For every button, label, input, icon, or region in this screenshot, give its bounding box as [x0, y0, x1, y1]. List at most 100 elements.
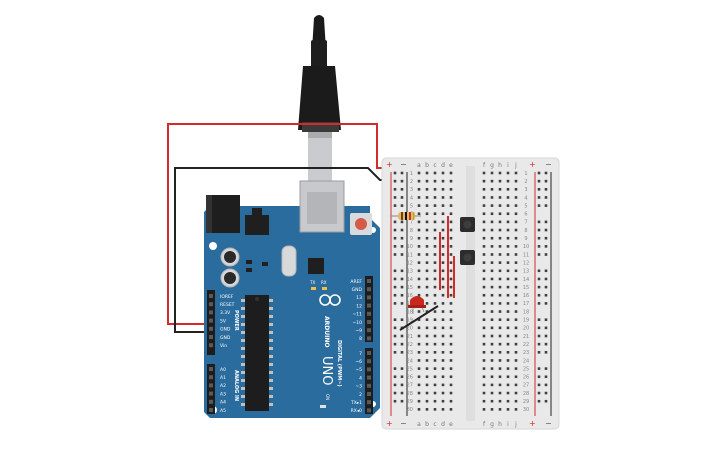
breadboard-hole[interactable] — [514, 204, 518, 207]
breadboard-hole[interactable] — [506, 253, 510, 256]
breadboard-hole[interactable] — [425, 179, 429, 183]
breadboard-hole[interactable] — [449, 245, 453, 248]
breadboard-hole[interactable] — [482, 228, 486, 232]
breadboard-hole[interactable] — [441, 351, 445, 354]
breadboard-hole[interactable] — [506, 204, 510, 207]
rail-hole[interactable] — [393, 171, 397, 175]
breadboard-hole[interactable] — [506, 261, 510, 264]
rail-hole[interactable] — [544, 285, 548, 289]
breadboard-hole[interactable] — [441, 367, 445, 370]
breadboard-hole[interactable] — [433, 269, 437, 273]
rail-hole[interactable] — [544, 375, 548, 379]
rail-hole[interactable] — [393, 383, 397, 387]
breadboard-hole[interactable] — [506, 179, 510, 183]
breadboard-hole[interactable] — [490, 293, 494, 297]
header-pin[interactable] — [209, 343, 213, 348]
rail-hole[interactable] — [537, 326, 541, 330]
breadboard-hole[interactable] — [514, 196, 518, 199]
breadboard-hole[interactable] — [506, 212, 510, 216]
rail-hole[interactable] — [393, 399, 397, 403]
rail-hole[interactable] — [393, 375, 397, 379]
breadboard-hole[interactable] — [482, 220, 486, 224]
header-pin[interactable] — [367, 351, 371, 355]
rail-hole[interactable] — [544, 179, 548, 183]
rail-hole[interactable] — [400, 220, 404, 224]
breadboard-hole[interactable] — [514, 179, 518, 183]
rail-hole[interactable] — [400, 179, 404, 183]
breadboard-hole[interactable] — [498, 408, 502, 411]
breadboard-hole[interactable] — [449, 293, 453, 297]
breadboard-hole[interactable] — [498, 285, 502, 289]
header-pin[interactable] — [367, 328, 371, 333]
breadboard-hole[interactable] — [498, 220, 502, 224]
breadboard-hole[interactable] — [449, 196, 453, 199]
rail-hole[interactable] — [393, 334, 397, 338]
breadboard-hole[interactable] — [441, 261, 445, 264]
breadboard-hole[interactable] — [490, 318, 494, 321]
header-pin[interactable] — [209, 302, 213, 307]
breadboard-hole[interactable] — [433, 359, 437, 362]
breadboard-hole[interactable] — [425, 204, 429, 207]
breadboard-hole[interactable] — [441, 302, 445, 305]
breadboard-hole[interactable] — [490, 245, 494, 248]
breadboard-hole[interactable] — [482, 269, 486, 273]
breadboard-hole[interactable] — [506, 367, 510, 370]
breadboard-hole[interactable] — [449, 302, 453, 305]
rail-hole[interactable] — [544, 318, 548, 321]
breadboard-hole[interactable] — [506, 399, 510, 403]
breadboard-hole[interactable] — [506, 171, 510, 175]
breadboard-hole[interactable] — [498, 367, 502, 370]
breadboard-hole[interactable] — [449, 236, 453, 240]
rail-hole[interactable] — [544, 228, 548, 232]
rail-hole[interactable] — [544, 351, 548, 354]
breadboard-hole[interactable] — [498, 277, 502, 281]
breadboard-hole[interactable] — [506, 196, 510, 199]
breadboard-hole[interactable] — [425, 171, 429, 175]
breadboard-hole[interactable] — [482, 293, 486, 297]
breadboard-hole[interactable] — [506, 236, 510, 240]
breadboard-hole[interactable] — [417, 399, 421, 403]
breadboard-hole[interactable] — [449, 171, 453, 175]
breadboard-hole[interactable] — [490, 228, 494, 232]
breadboard-hole[interactable] — [449, 334, 453, 338]
breadboard-hole[interactable] — [417, 383, 421, 387]
breadboard-hole[interactable] — [514, 326, 518, 330]
breadboard-hole[interactable] — [417, 367, 421, 370]
breadboard-hole[interactable] — [490, 310, 494, 313]
breadboard-hole[interactable] — [506, 293, 510, 297]
rail-hole[interactable] — [393, 204, 397, 207]
rail-hole[interactable] — [544, 236, 548, 240]
breadboard-hole[interactable] — [514, 351, 518, 354]
breadboard-hole[interactable] — [482, 261, 486, 264]
header-pin[interactable] — [209, 310, 213, 315]
push-button[interactable] — [460, 250, 475, 265]
breadboard-hole[interactable] — [514, 220, 518, 224]
breadboard-hole[interactable] — [490, 326, 494, 330]
rail-hole[interactable] — [544, 204, 548, 207]
breadboard-hole[interactable] — [490, 391, 494, 395]
breadboard-hole[interactable] — [482, 383, 486, 387]
breadboard-hole[interactable] — [449, 383, 453, 387]
rail-hole[interactable] — [400, 318, 404, 321]
breadboard-hole[interactable] — [441, 293, 445, 297]
header-pin[interactable] — [209, 318, 213, 323]
breadboard-hole[interactable] — [482, 236, 486, 240]
rail-hole[interactable] — [537, 383, 541, 387]
breadboard-hole[interactable] — [482, 359, 486, 362]
rail-hole[interactable] — [544, 334, 548, 338]
breadboard-hole[interactable] — [425, 220, 429, 224]
rail-hole[interactable] — [537, 171, 541, 175]
rail-hole[interactable] — [393, 367, 397, 370]
breadboard-hole[interactable] — [482, 171, 486, 175]
breadboard-hole[interactable] — [498, 261, 502, 264]
breadboard-hole[interactable] — [490, 236, 494, 240]
rail-hole[interactable] — [544, 383, 548, 387]
breadboard-hole[interactable] — [425, 367, 429, 370]
usb-cable[interactable] — [298, 15, 341, 182]
breadboard-hole[interactable] — [449, 228, 453, 232]
breadboard-hole[interactable] — [417, 196, 421, 199]
rail-hole[interactable] — [537, 204, 541, 207]
breadboard-hole[interactable] — [433, 342, 437, 346]
breadboard-hole[interactable] — [425, 261, 429, 264]
breadboard-hole[interactable] — [433, 171, 437, 175]
